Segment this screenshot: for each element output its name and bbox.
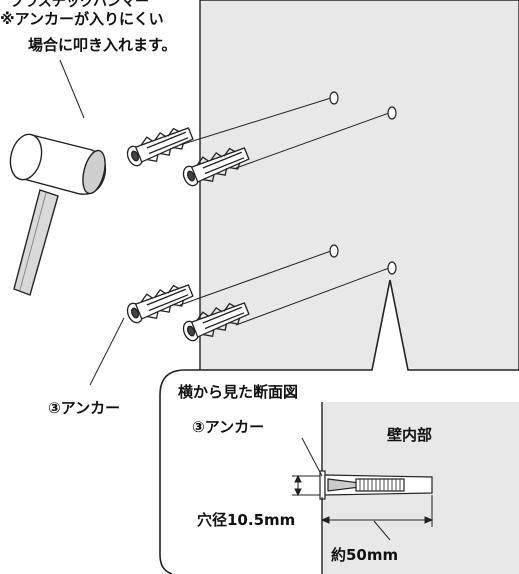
hole-3 [329, 244, 339, 258]
hole-4 [387, 261, 397, 275]
hole-diameter-dimension [292, 474, 320, 497]
hammer-handle [13, 189, 59, 296]
length-label: 約50mm [331, 546, 399, 564]
cross-section [292, 402, 519, 574]
note-line-1: ※アンカーが入りにくい [0, 10, 164, 28]
leader-lines [59, 59, 125, 386]
hole-1 [329, 91, 339, 105]
anchor-top-right [182, 147, 250, 187]
note-line-2: 場合に叩き入れます。 [28, 36, 177, 54]
length-dimension [320, 495, 434, 541]
inset-anchor-label: ③アンカー [192, 418, 265, 436]
anchor-bottom-right [182, 302, 250, 342]
wall-inside-label: 壁内部 [387, 426, 433, 444]
anchor-bottom-left [126, 284, 194, 324]
anchor-label: ③アンカー [48, 399, 121, 417]
inset-title: 横から見た断面図 [178, 383, 299, 401]
guide-lines [179, 97, 390, 326]
wall-holes [329, 91, 397, 275]
hammer-icon [9, 133, 107, 296]
hole-diameter-label: 穴径10.5mm [197, 511, 296, 529]
inset-frame [159, 279, 519, 574]
inset-anchor [319, 470, 433, 500]
anchor-top-left [126, 127, 194, 167]
hole-2 [387, 106, 397, 120]
hammer-label: プラスチックハンマー [10, 0, 150, 10]
